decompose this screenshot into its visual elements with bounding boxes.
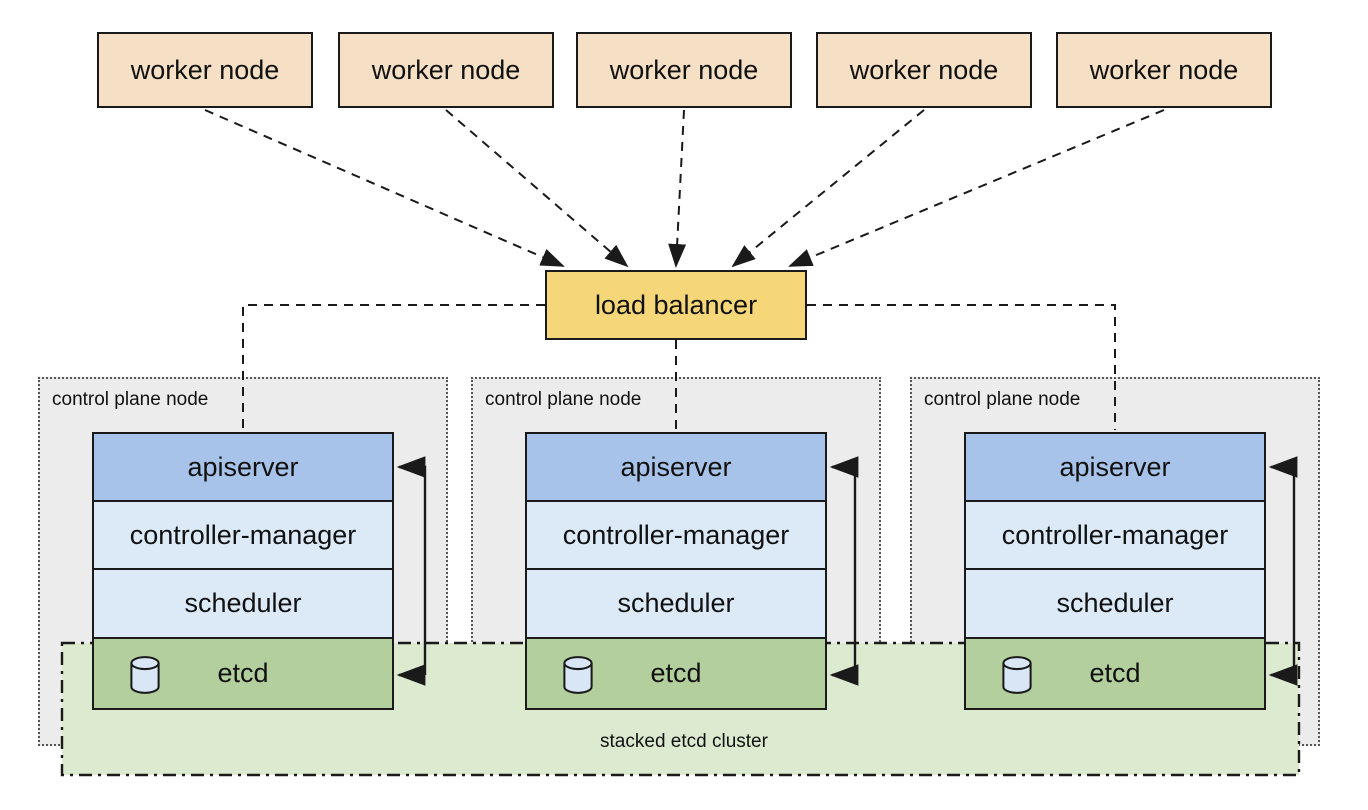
database-cylinder-icon (563, 656, 593, 694)
worker-node-label: worker node (371, 54, 521, 85)
scheduler-box: scheduler (964, 568, 1266, 639)
load-balancer-box: load balancer (545, 270, 807, 340)
controller-manager-label: controller-manager (129, 519, 357, 550)
database-cylinder-icon (1002, 656, 1032, 694)
apiserver-label: apiserver (187, 451, 299, 482)
apiserver-label: apiserver (620, 451, 732, 482)
etcd-box: etcd (525, 637, 827, 710)
scheduler-box: scheduler (525, 568, 827, 639)
controller-manager-box: controller-manager (525, 500, 827, 570)
controller-manager-box: controller-manager (92, 500, 394, 570)
etcd-label: etcd (1089, 658, 1141, 688)
worker-node-label: worker node (609, 54, 759, 85)
worker-node-label: worker node (849, 54, 999, 85)
control-plane-stack-1: apiserver controller-manager scheduler e… (92, 432, 394, 710)
worker-node-box: worker node (97, 32, 313, 108)
etcd-label: etcd (217, 658, 269, 688)
stacked-etcd-cluster-label: stacked etcd cluster (600, 731, 768, 752)
worker-node-box: worker node (816, 32, 1032, 108)
apiserver-box: apiserver (525, 432, 827, 502)
controller-manager-label: controller-manager (562, 519, 790, 550)
worker-node-box: worker node (338, 32, 554, 108)
control-plane-stack-3: apiserver controller-manager scheduler e… (964, 432, 1266, 710)
scheduler-label: scheduler (617, 588, 735, 618)
database-cylinder-icon (130, 656, 160, 694)
control-plane-stack-2: apiserver controller-manager scheduler e… (525, 432, 827, 710)
worker-node-box: worker node (576, 32, 792, 108)
apiserver-label: apiserver (1059, 451, 1171, 482)
worker-node-label: worker node (130, 54, 280, 85)
scheduler-box: scheduler (92, 568, 394, 639)
apiserver-box: apiserver (964, 432, 1266, 502)
worker-node-box: worker node (1056, 32, 1272, 108)
worker-node-label: worker node (1089, 54, 1239, 85)
etcd-box: etcd (92, 637, 394, 710)
etcd-label: etcd (650, 658, 702, 688)
scheduler-label: scheduler (184, 588, 302, 618)
apiserver-box: apiserver (92, 432, 394, 502)
etcd-box: etcd (964, 637, 1266, 710)
controller-manager-box: controller-manager (964, 500, 1266, 570)
scheduler-label: scheduler (1056, 588, 1174, 618)
controller-manager-label: controller-manager (1001, 519, 1229, 550)
load-balancer-label: load balancer (594, 289, 758, 320)
control-plane-node-label: control plane node (52, 389, 209, 410)
